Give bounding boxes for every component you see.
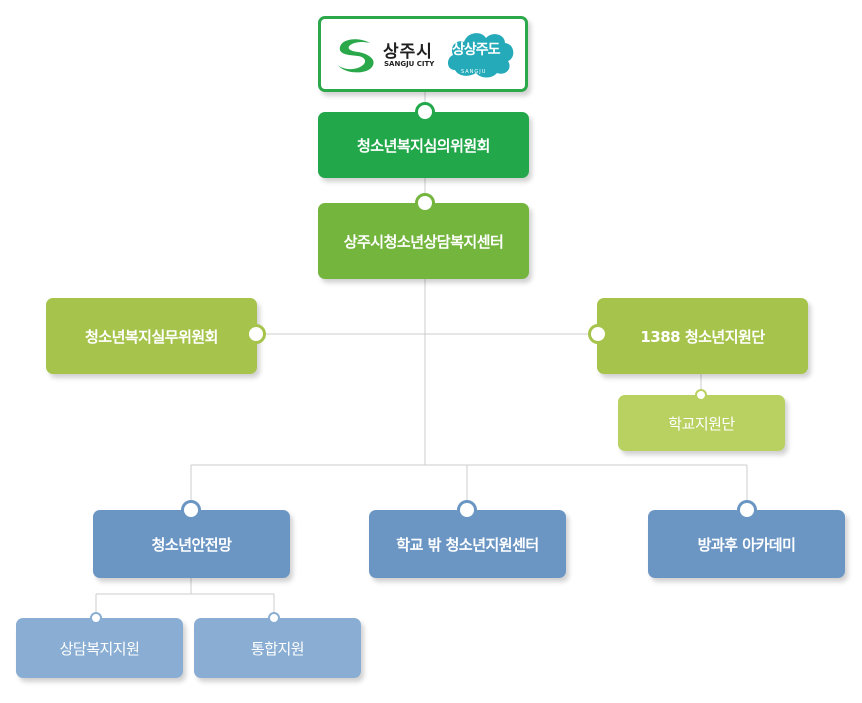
node-label: 상주시청소년상담복지센터 [343,232,504,251]
node-school-support-team: 학교지원단 [618,395,785,451]
node-practical-committee: 청소년복지실무위원회 [46,298,257,374]
node-after-school-academy: 방과후 아카데미 [648,510,845,578]
logo-slogan-en: SANGJU [461,69,487,75]
sangju-symbol-icon [338,39,374,73]
connector-dot [246,324,266,344]
connector-dot [90,612,102,624]
node-label: 청소년복지심의위원회 [356,136,491,155]
node-out-of-school-center: 학교 밖 청소년지원센터 [369,510,566,578]
connector-dot [415,193,435,213]
node-1388-support-team: 1388 청소년지원단 [597,298,808,374]
slogan-cloud-icon [447,33,514,78]
node-label: 학교지원단 [668,414,735,433]
sangju-city-logo: 상주시 SANGJU CITY 상상주도 SANGJU [318,16,528,92]
connector-dot [457,500,477,520]
node-label: 청소년안전망 [151,535,232,554]
logo-slogan: 상상주도 [452,42,501,58]
logo-city-name: 상주시 [383,42,433,62]
node-integrated-support: 통합지원 [194,618,361,678]
node-label: 1388 청소년지원단 [640,327,765,346]
node-counseling-welfare-support: 상담복지지원 [16,618,183,678]
node-welfare-committee: 청소년복지심의위원회 [318,112,529,178]
node-youth-safety-net: 청소년안전망 [93,510,290,578]
node-label: 청소년복지실무위원회 [84,327,219,346]
connector-dot [415,102,435,122]
node-label: 방과후 아카데미 [697,535,796,554]
connector-dot [737,500,757,520]
node-label: 통합지원 [250,639,305,658]
connector-dot [695,389,707,401]
node-label: 학교 밖 청소년지원센터 [396,535,539,554]
node-label: 상담복지지원 [59,639,140,658]
logo-city-name-en: SANGJU CITY [384,60,435,68]
connector-dot [268,612,280,624]
connector-dot [588,324,608,344]
node-counseling-center: 상주시청소년상담복지센터 [318,203,529,279]
connector-dot [181,500,201,520]
